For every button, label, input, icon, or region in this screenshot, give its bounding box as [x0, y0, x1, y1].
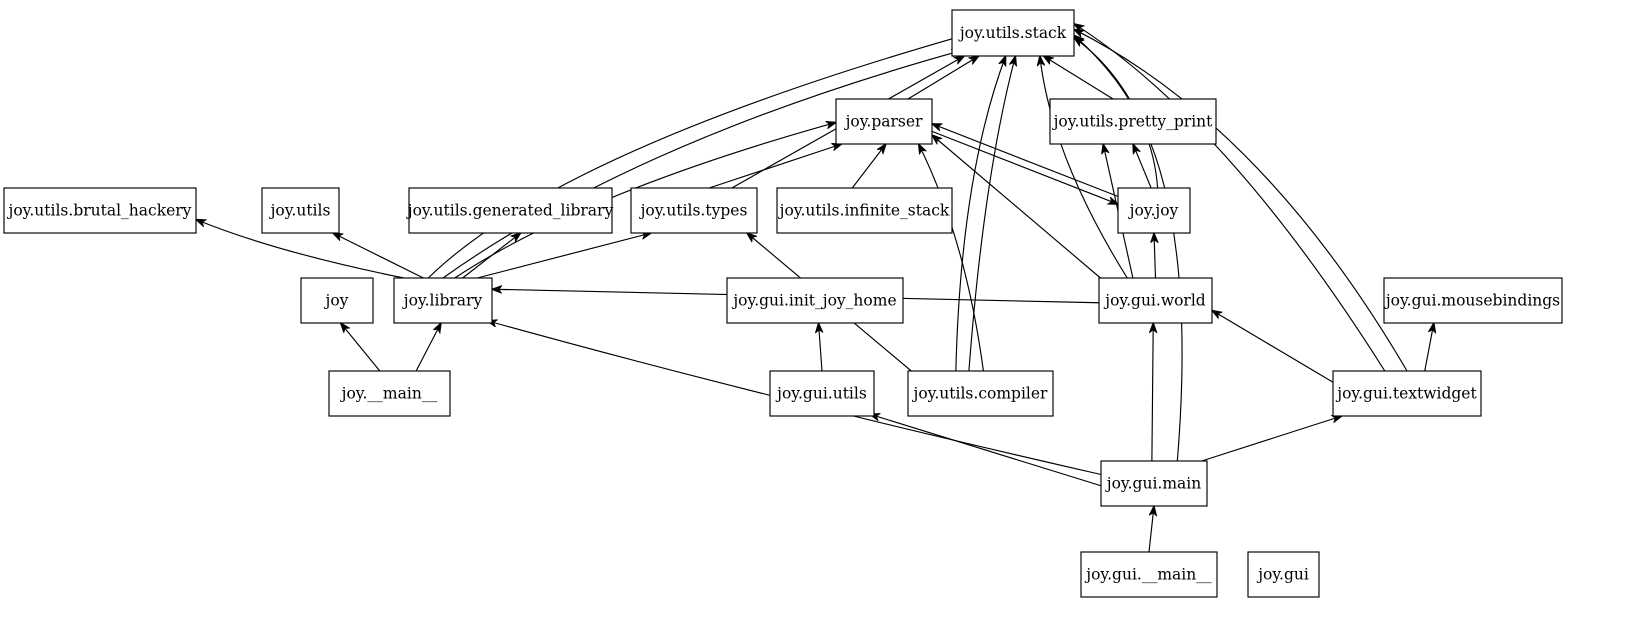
node-label-init_joy_home: joy.gui.init_joy_home — [731, 292, 896, 310]
edge-gui_textwidget-to-mousebindings — [1424, 323, 1434, 372]
node-box-utils_pretty_print — [1049, 98, 1217, 145]
node-mousebindings[interactable]: joy.gui.mousebindings — [1383, 277, 1563, 324]
node-label-gui_world: joy.gui.world — [1103, 292, 1206, 310]
node-label-gui_textwidget: joy.gui.textwidget — [1335, 385, 1477, 403]
node-box-infinite_stack — [776, 187, 953, 234]
node-utils_stack[interactable]: joy.utils.stack — [951, 9, 1075, 57]
node-label-utils_types: joy.utils.types — [639, 202, 748, 220]
node-label-infinite_stack: joy.utils.infinite_stack — [778, 202, 950, 220]
node-label-utils: joy.utils — [269, 202, 331, 220]
node-label-library: joy.library — [402, 292, 483, 310]
edge-library-to-utils_stack — [427, 35, 964, 279]
edge-gui_main_dunder-to-gui_main — [1148, 506, 1154, 553]
node-box-utils — [261, 187, 340, 234]
node-main_dunder[interactable]: joy.__main__ — [328, 370, 451, 417]
edge-infinite_stack-to-parser — [851, 144, 886, 189]
edge-gui_textwidget-to-utils_stack — [1074, 29, 1408, 372]
node-label-generated_library: joy.utils.generated_library — [406, 202, 614, 220]
edge-joy_joy-to-parser — [932, 124, 1120, 198]
node-utils[interactable]: joy.utils — [261, 187, 340, 234]
node-label-gui_main: joy.gui.main — [1105, 475, 1201, 493]
node-layer: joy.utils.stack joy.parser joy.utils.prett… — [3, 9, 1563, 598]
edge-parser-to-joy_joy — [931, 130, 1118, 204]
node-utils_brutal[interactable]: joy.utils.brutal_hackery — [3, 187, 197, 234]
node-label-utils_pretty_print: joy.utils.pretty_print — [1052, 113, 1214, 131]
node-box-library — [393, 277, 493, 324]
node-box-joy_joy — [1117, 187, 1191, 234]
node-label-mousebindings: joy.gui.mousebindings — [1384, 292, 1560, 310]
node-gui_world[interactable]: joy.gui.world — [1098, 277, 1213, 324]
edge-utils_compiler-to-parser — [919, 144, 984, 372]
edge-gui_main-to-gui_textwidget — [1201, 416, 1342, 462]
node-label-gui: joy.gui — [1256, 566, 1309, 584]
node-box-gui_main_dunder — [1080, 551, 1218, 598]
node-box-init_joy_home — [726, 277, 904, 324]
node-box-gui_utils — [769, 370, 875, 417]
edge-main_dunder-to-library — [415, 323, 441, 372]
edge-library-to-utils_types — [477, 233, 651, 279]
node-box-utils_types — [630, 187, 758, 234]
edge-gui_world-to-utils_stack — [1040, 56, 1128, 279]
edge-utils_compiler-to-utils_stack — [955, 56, 1006, 372]
edge-library-to-utils — [333, 233, 424, 279]
node-gui_textwidget[interactable]: joy.gui.textwidget — [1332, 370, 1482, 417]
node-box-utils_stack — [951, 9, 1075, 57]
node-parser[interactable]: joy.parser — [835, 98, 933, 145]
node-init_joy_home[interactable]: joy.gui.init_joy_home — [726, 277, 904, 324]
node-box-gui_world — [1098, 277, 1213, 324]
node-box-utils_brutal — [3, 187, 197, 234]
edge-gui_main-to-gui_world — [1152, 323, 1153, 462]
node-utils_types[interactable]: joy.utils.types — [630, 187, 758, 234]
node-joy_joy[interactable]: joy.joy — [1117, 187, 1191, 234]
node-box-main_dunder — [328, 370, 451, 417]
edge-utils_types-to-parser — [708, 144, 842, 189]
node-label-gui_utils: joy.gui.utils — [775, 385, 867, 403]
node-label-utils_brutal: joy.utils.brutal_hackery — [7, 202, 192, 220]
node-label-parser: joy.parser — [844, 113, 923, 131]
node-box-gui — [1247, 551, 1320, 598]
node-box-parser — [835, 98, 933, 145]
node-box-gui_main — [1100, 460, 1208, 507]
node-label-joy: joy — [324, 292, 349, 310]
node-label-utils_compiler: joy.utils.compiler — [912, 385, 1048, 403]
node-label-joy_joy: joy.joy — [1128, 202, 1179, 220]
node-utils_compiler[interactable]: joy.utils.compiler — [907, 370, 1054, 417]
edge-library-to-utils_stack — [442, 50, 962, 279]
edge-gui_main-to-gui_utils — [870, 414, 1102, 487]
edge-joy_joy-to-utils_pretty_print — [1133, 144, 1152, 189]
edge-gui_world-to-joy_joy — [1154, 233, 1156, 279]
node-label-utils_stack: joy.utils.stack — [958, 24, 1067, 42]
node-label-gui_main_dunder: joy.gui.__main__ — [1084, 566, 1212, 584]
edge-library-to-utils_brutal — [196, 220, 404, 279]
edge-gui_world-to-parser — [932, 135, 1107, 283]
node-gui[interactable]: joy.gui — [1247, 551, 1320, 598]
edge-parser-to-utils_stack — [907, 56, 979, 100]
edge-utils_compiler-to-utils_stack — [968, 56, 1016, 372]
node-utils_pretty_print[interactable]: joy.utils.pretty_print — [1049, 98, 1217, 145]
node-label-main_dunder: joy.__main__ — [340, 385, 438, 403]
node-box-utils_compiler — [907, 370, 1054, 417]
edge-utils_pretty_print-to-utils_stack — [1044, 56, 1114, 100]
node-box-gui_textwidget — [1332, 370, 1482, 417]
node-gui_utils[interactable]: joy.gui.utils — [769, 370, 875, 417]
node-box-generated_library — [408, 187, 613, 234]
node-generated_library[interactable]: joy.utils.generated_library — [406, 187, 614, 234]
node-box-mousebindings — [1383, 277, 1563, 324]
edge-gui_textwidget-to-gui_world — [1212, 310, 1334, 383]
node-box-joy — [300, 277, 374, 324]
node-infinite_stack[interactable]: joy.utils.infinite_stack — [776, 187, 953, 234]
node-gui_main[interactable]: joy.gui.main — [1100, 460, 1208, 507]
node-joy[interactable]: joy — [300, 277, 374, 324]
node-gui_main_dunder[interactable]: joy.gui.__main__ — [1080, 551, 1218, 598]
edge-main_dunder-to-joy — [341, 323, 381, 372]
node-library[interactable]: joy.library — [393, 277, 493, 324]
edge-gui_utils-to-init_joy_home — [819, 323, 822, 372]
edge-library-to-generated_library — [462, 233, 521, 279]
